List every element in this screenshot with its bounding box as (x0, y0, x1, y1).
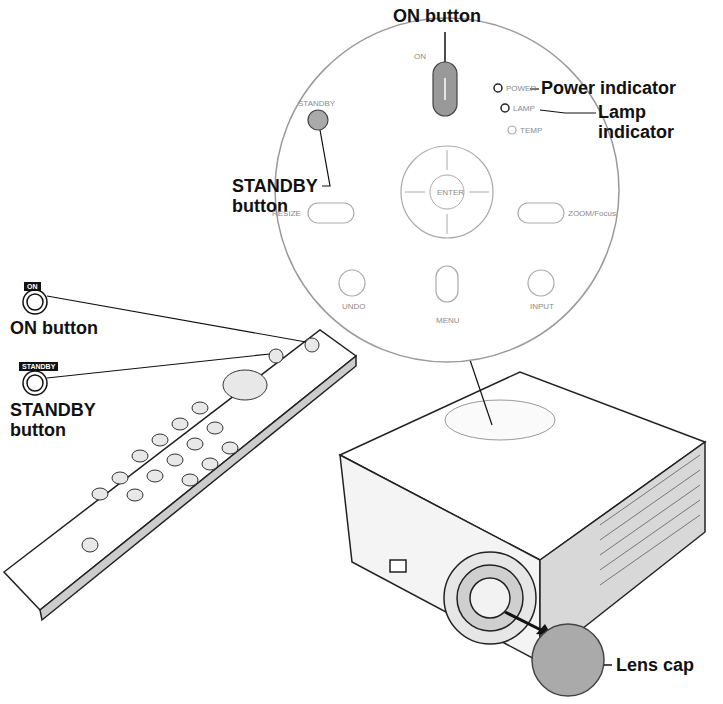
panel-marking: RESIZE (272, 209, 301, 218)
part-name: STANDBY button (10, 400, 120, 440)
button-tag: ON (24, 282, 41, 291)
panel-marking: ON (414, 52, 426, 61)
panel-marking: MENU (436, 316, 460, 325)
panel-marking: LAMP (513, 104, 535, 113)
panel-marking: POWER (506, 84, 536, 93)
panel-marking: ENTER (437, 188, 464, 197)
panel-marking: UNDO (342, 302, 366, 311)
part-name: Lamp indicator (598, 102, 708, 142)
projector (340, 372, 705, 662)
lens-cap (505, 612, 612, 696)
part-name: Power indicator (541, 78, 676, 98)
button-tag: STANDBY (19, 362, 58, 371)
part-name: ON button (393, 6, 481, 26)
panel-marking: ZOOM/Focus (568, 209, 616, 218)
panel-marking: INPUT (530, 302, 554, 311)
remote-control (4, 290, 356, 620)
panel-marking: STANDBY (298, 99, 335, 108)
part-name: ON button (10, 318, 98, 338)
part-name: Lens cap (616, 655, 694, 675)
panel-marking: TEMP (520, 126, 542, 135)
